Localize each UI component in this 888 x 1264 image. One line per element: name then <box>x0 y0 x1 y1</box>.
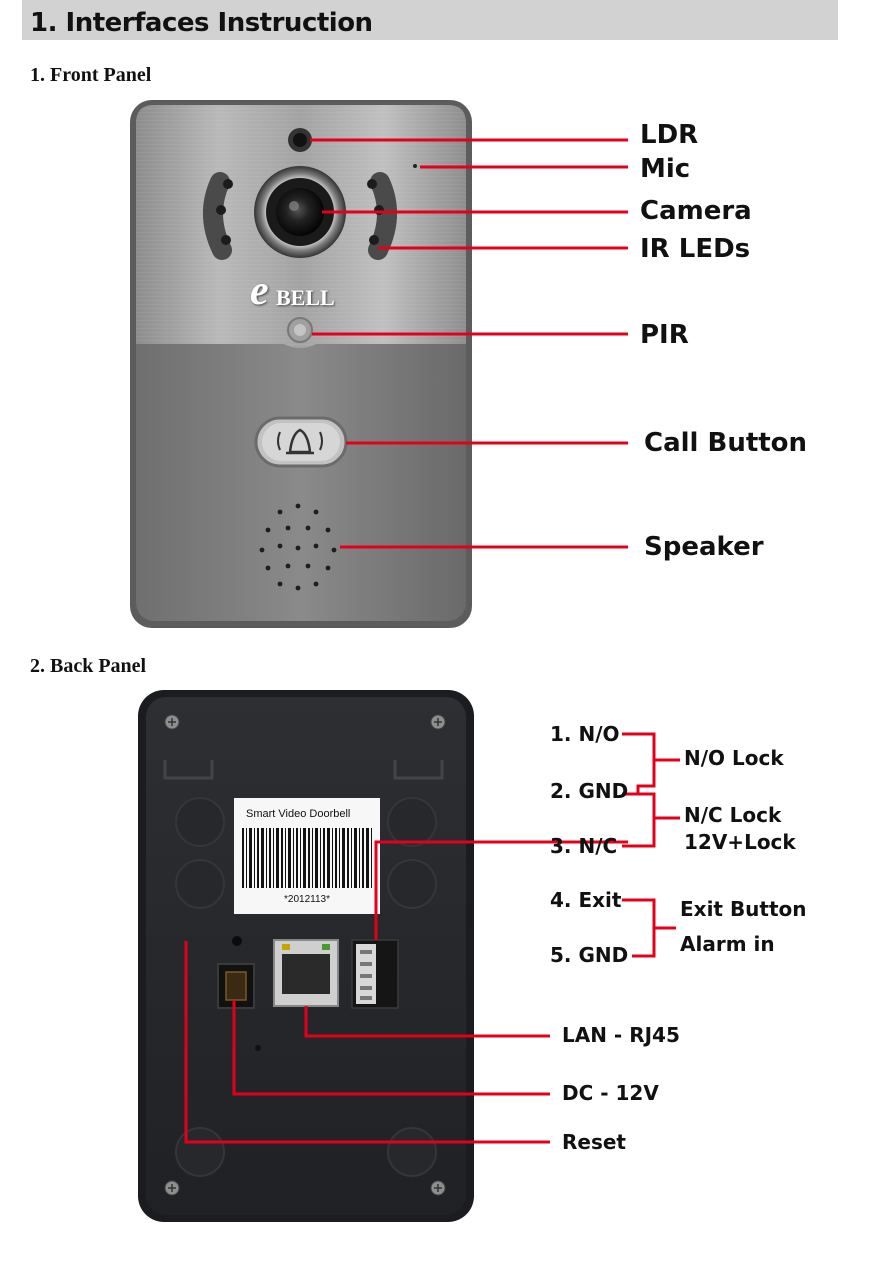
sticker-code: *2012113* <box>284 894 330 905</box>
label-reset: Reset <box>562 1130 626 1154</box>
group-exit-button: Exit Button <box>680 897 807 921</box>
label-pir: PIR <box>640 320 689 350</box>
label-camera: Camera <box>640 196 752 226</box>
barcode <box>242 828 372 888</box>
back-panel-device <box>138 690 474 1222</box>
terminal-4: 4. Exit <box>550 888 622 912</box>
section-title: 1. Interfaces Instruction <box>30 8 373 38</box>
front-callout-lines <box>310 138 628 549</box>
group-no-lock: N/O Lock <box>684 746 784 770</box>
group-alarm-in: Alarm in <box>680 932 775 956</box>
group-12v-lock: 12V+Lock <box>684 830 796 854</box>
label-ir-leds: IR LEDs <box>640 234 751 264</box>
back-callout-lines <box>184 732 680 1144</box>
terminal-2: 2. GND <box>550 779 629 803</box>
terminal-3: 3. N/C <box>550 834 618 858</box>
label-ldr: LDR <box>640 120 699 150</box>
ebell-logo-e: e <box>250 268 269 314</box>
sticker-title: Smart Video Doorbell <box>246 808 351 820</box>
ebell-logo-text: BELL <box>276 285 335 310</box>
label-dc: DC - 12V <box>562 1081 659 1105</box>
label-lan: LAN - RJ45 <box>562 1023 680 1047</box>
label-call-button: Call Button <box>644 428 808 458</box>
group-nc-lock: N/C Lock <box>684 803 782 827</box>
terminal-5: 5. GND <box>550 943 629 967</box>
terminal-1: 1. N/O <box>550 722 620 746</box>
label-speaker: Speaker <box>644 532 764 562</box>
section-header: 1. Interfaces Instruction <box>22 0 838 40</box>
back-panel-heading: 2. Back Panel <box>30 655 147 677</box>
label-mic: Mic <box>640 154 691 184</box>
front-panel-heading: 1. Front Panel <box>30 64 152 86</box>
front-panel-device <box>130 100 472 628</box>
